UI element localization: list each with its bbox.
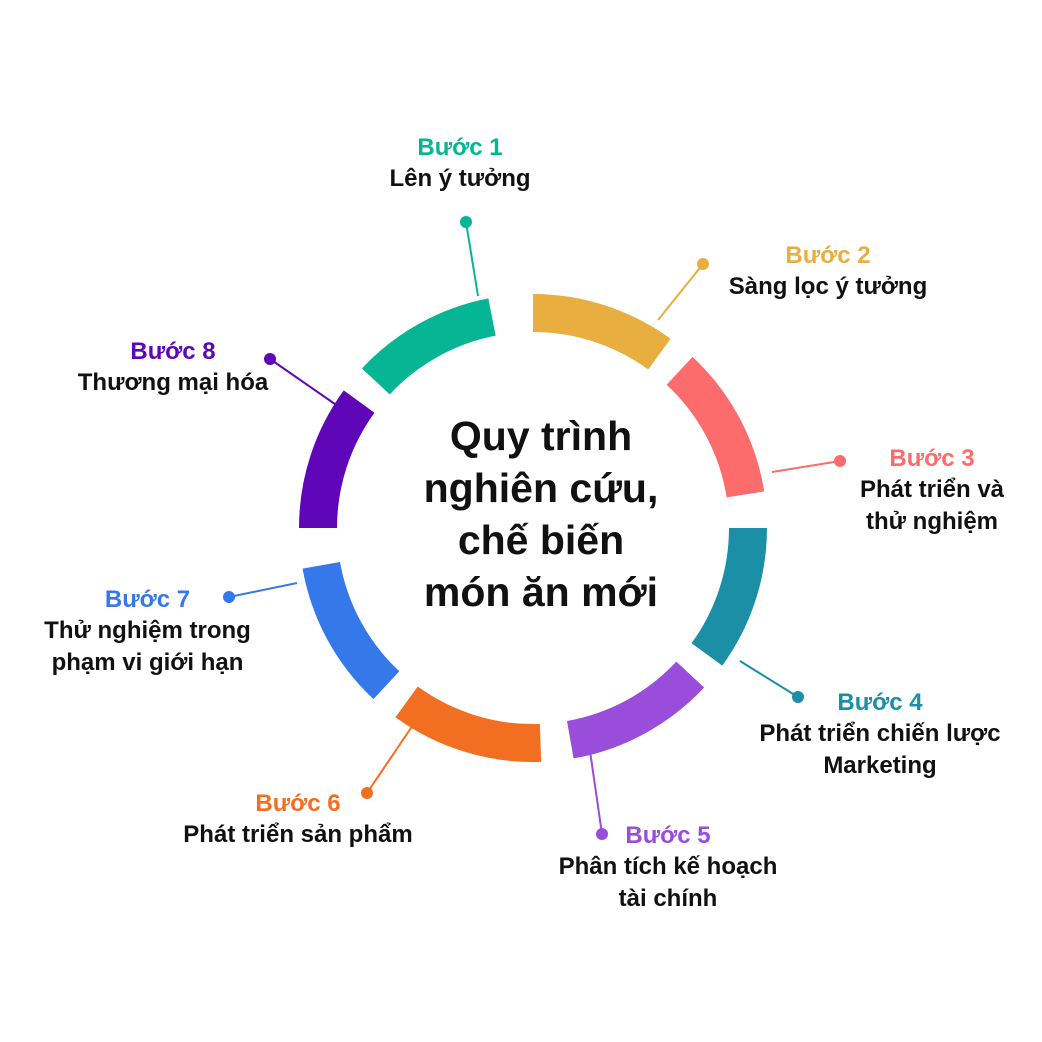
step-6-label-group: Bước 6 Phát triển sản phẩm (148, 789, 448, 851)
step-1-title: Lên ý tưởng (340, 163, 580, 195)
leader-dot-2 (697, 258, 709, 270)
step-3-label-group: Bước 3 Phát triển và thử nghiệm (832, 444, 1032, 538)
leader-dot-8 (264, 353, 276, 365)
leader-dot-3 (834, 455, 846, 467)
step-6-title: Phát triển sản phẩm (148, 819, 448, 851)
step-5-label-group: Bước 5 Phân tích kế hoạch tài chính (528, 821, 808, 915)
ring-segment-3 (666, 356, 765, 498)
leader-dot-5 (596, 828, 608, 840)
step-2-title-line-1: Sàng lọc ý tưởng (728, 273, 928, 300)
leader-dot-6 (361, 787, 373, 799)
step-5-number: Bước 5 (625, 822, 711, 849)
step-4-number: Bước 4 (837, 689, 923, 716)
leader-line-8 (269, 358, 346, 412)
step-8-title: Thương mại hóa (48, 367, 298, 399)
leader-line-3 (771, 460, 841, 473)
step-8-number: Bước 8 (130, 338, 216, 365)
leader-line-7 (228, 582, 298, 598)
center-title-line-3: chế biến (457, 517, 625, 563)
ring-segment-2 (532, 294, 671, 370)
ring-segment-4 (691, 527, 767, 666)
step-2-number: Bước 2 (785, 242, 871, 269)
step-7-number: Bước 7 (104, 586, 191, 613)
step-5-title-line-1: Phân tích kế hoạch (558, 853, 778, 880)
leader-line-1 (465, 221, 479, 297)
ring-segment-6 (395, 686, 542, 762)
step-1-label-group: Bước 1 Lên ý tưởng (340, 133, 580, 195)
step-8-label-group: Bước 8 Thương mại hóa (48, 337, 298, 399)
center-title-line-2: nghiên cứu, (423, 465, 659, 511)
step-6-title-line-1: Phát triển sản phẩm (183, 821, 413, 848)
ring-segment-8 (299, 390, 375, 529)
step-2-label-group: Bước 2 Sàng lọc ý tưởng (700, 241, 956, 303)
center-title: Quy trình nghiên cứu, chế biến món ăn mớ… (371, 410, 711, 618)
step-5-title: Phân tích kế hoạch tài chính (528, 851, 808, 915)
step-4-title-line-1: Phát triển chiến lược (759, 720, 1001, 747)
step-1-number: Bước 1 (417, 134, 503, 161)
step-3-title-line-1: Phát triển và (859, 476, 1005, 503)
step-4-title-line-2: Marketing (823, 752, 937, 779)
step-1-title-line-1: Lên ý tưởng (389, 165, 531, 192)
step-8-title-line-1: Thương mại hóa (77, 369, 269, 396)
center-title-line-1: Quy trình (449, 413, 633, 459)
leader-dot-1 (460, 216, 472, 228)
step-7-title: Thử nghiệm trong phạm vi giới hạn (10, 615, 285, 679)
center-title-line-4: món ăn mới (423, 569, 659, 615)
leader-line-5 (589, 750, 603, 835)
ring-segment-5 (566, 661, 705, 759)
leader-dot-7 (223, 591, 235, 603)
ring-segment-7 (302, 561, 400, 700)
step-4-title: Phát triển chiến lược Marketing (730, 718, 1030, 782)
step-5-title-line-2: tài chính (618, 885, 718, 912)
step-6-number: Bước 6 (255, 790, 341, 817)
step-3-title-line-2: thử nghiệm (865, 508, 999, 535)
ring-segment-1 (361, 298, 496, 395)
leader-line-2 (657, 263, 704, 321)
step-4-label-group: Bước 4 Phát triển chiến lược Marketing (730, 688, 1030, 782)
leader-line-4 (739, 660, 799, 698)
step-7-title-line-2: phạm vi giới hạn (51, 649, 244, 676)
step-2-title: Sàng lọc ý tưởng (700, 271, 956, 303)
step-3-number: Bước 3 (889, 445, 975, 472)
step-7-label-group: Bước 7 Thử nghiệm trong phạm vi giới hạn (10, 585, 285, 679)
step-7-title-line-1: Thử nghiệm trong (44, 617, 251, 644)
step-3-title: Phát triển và thử nghiệm (832, 474, 1032, 538)
leader-line-6 (366, 721, 416, 794)
leader-dot-4 (792, 691, 804, 703)
